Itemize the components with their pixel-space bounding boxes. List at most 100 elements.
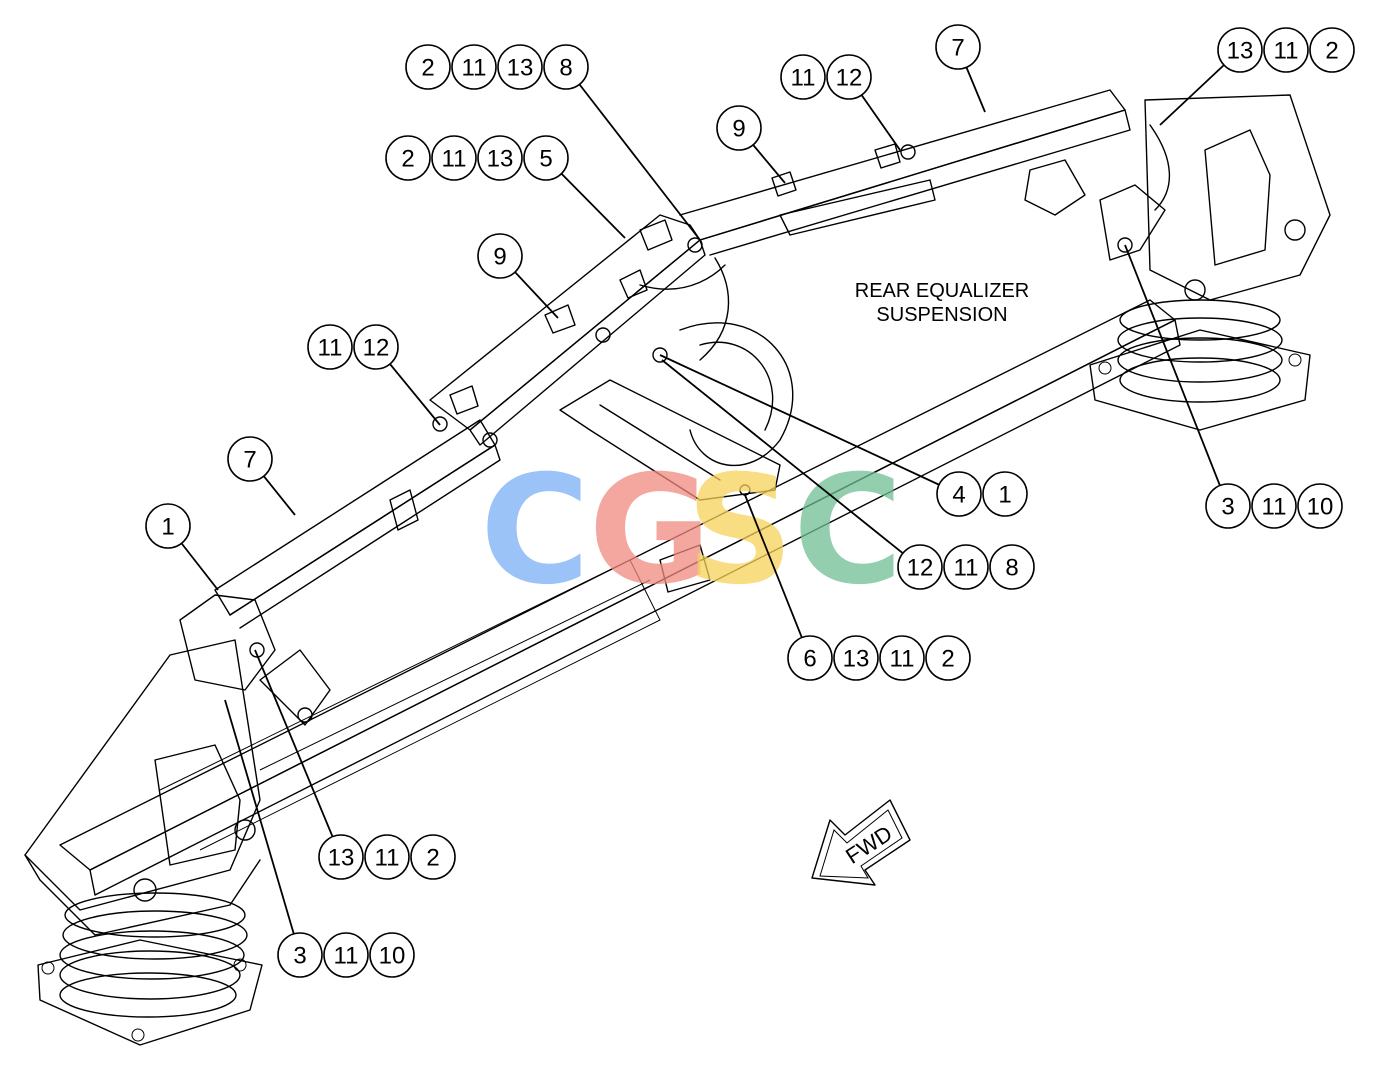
callout-bubble: 2 [410,834,456,880]
callout-circle [477,233,523,279]
callout-bubble: 1 [145,503,191,549]
callout-circle [833,635,879,681]
callout-circle [780,54,826,100]
callout-number: 11 [1274,38,1299,65]
callout-bubble: 7 [227,436,273,482]
callout-bubble: 2 [1309,27,1355,73]
callout-bubble: 11 [364,834,410,880]
callout-number: 13 [1227,38,1254,65]
callout-circle [145,503,191,549]
callout-circle [497,44,543,90]
callout-circle [943,544,989,590]
callout-number: 11 [791,65,816,92]
callout-group: 7 [227,436,273,482]
callout-circle [323,932,369,978]
callout-number: 13 [328,845,355,872]
callout-bubble: 13 [1217,27,1263,73]
callout-number: 12 [363,335,390,362]
callout-group: 2 11 13 5 [385,135,569,181]
callout-circle [307,324,353,370]
callout-circle [935,24,981,70]
callout-bubble: 11 [1251,483,1297,529]
callout-number: 13 [843,646,870,673]
callout-circle [477,135,523,181]
callout-bubble: 3 [277,932,323,978]
watermark-letter: G [588,444,711,618]
callout-circle [1309,27,1355,73]
callout-circle [523,135,569,181]
callout-bubble: 11 [307,324,353,370]
left-tube-assembly [179,419,501,726]
callout-number: 10 [1307,494,1334,521]
suspension-drawing: FWD REAR EQUALIZER SUSPENSION [24,89,1331,1046]
leader-line [254,649,342,858]
right-spring-assembly [1089,94,1331,431]
callout-bubble: 1 [982,471,1028,517]
callout-circle [925,635,971,681]
center-bracket-assembly [559,257,794,593]
callout-bubble: 2 [385,135,431,181]
callout-number: 11 [442,146,467,173]
callout-circle [277,932,323,978]
callout-circle [353,324,399,370]
callout-circle [1297,483,1343,529]
callout-bubble: 11 [1263,27,1309,73]
callout-circle [982,471,1028,517]
callout-number: 11 [375,845,400,872]
callout-circle [227,436,273,482]
callout-number: 9 [493,244,506,271]
diagram-title-line1: REAR EQUALIZER [855,280,1029,302]
callout-group: 13 11 2 [318,834,456,880]
callout-bubble: 13 [477,135,523,181]
callout-number: 13 [507,55,534,82]
callout-number: 3 [293,943,306,970]
callout-circle [451,44,497,90]
callout-bubble: 11 [451,44,497,90]
leader-line [661,359,921,568]
callout-bubble: 2 [925,635,971,681]
fwd-label: FWD [841,821,897,869]
callout-number: 11 [954,555,979,582]
callout-bubble: 4 [936,471,982,517]
callout-number: 5 [539,146,552,173]
callout-bubble: 11 [431,135,477,181]
callout-number: 2 [426,845,439,872]
callout-bubble: 2 [405,44,451,90]
upper-tube-assembly [429,89,1171,448]
callout-bubble: 7 [935,24,981,70]
callout-group: 1 [145,503,191,549]
callout-number: 1 [998,482,1011,509]
callout-bubble: 11 [879,635,925,681]
callout-circle [405,44,451,90]
callout-bubble: 13 [497,44,543,90]
callout-bubble: 9 [477,233,523,279]
callout-circle [1217,27,1263,73]
callout-circle [543,44,589,90]
callout-bubble: 10 [369,932,415,978]
leader-line [1124,244,1229,507]
callout-number: 12 [907,555,934,582]
callout-circle [385,135,431,181]
callout-bubble: 9 [716,105,762,151]
callout-circle [1263,27,1309,73]
leader-line [224,699,301,956]
callout-number: 6 [803,646,816,673]
callout-bubble: 12 [897,544,943,590]
callout-circle [364,834,410,880]
callout-circle [989,544,1035,590]
callout-bubble: 11 [943,544,989,590]
diagram-title-line2: SUSPENSION [876,304,1007,326]
left-spring-assembly [24,639,263,1046]
callout-group: 9 [477,233,523,279]
watermark-letter: C [793,444,903,618]
callout-bubble: 11 [780,54,826,100]
watermark-letter: C [480,444,590,618]
